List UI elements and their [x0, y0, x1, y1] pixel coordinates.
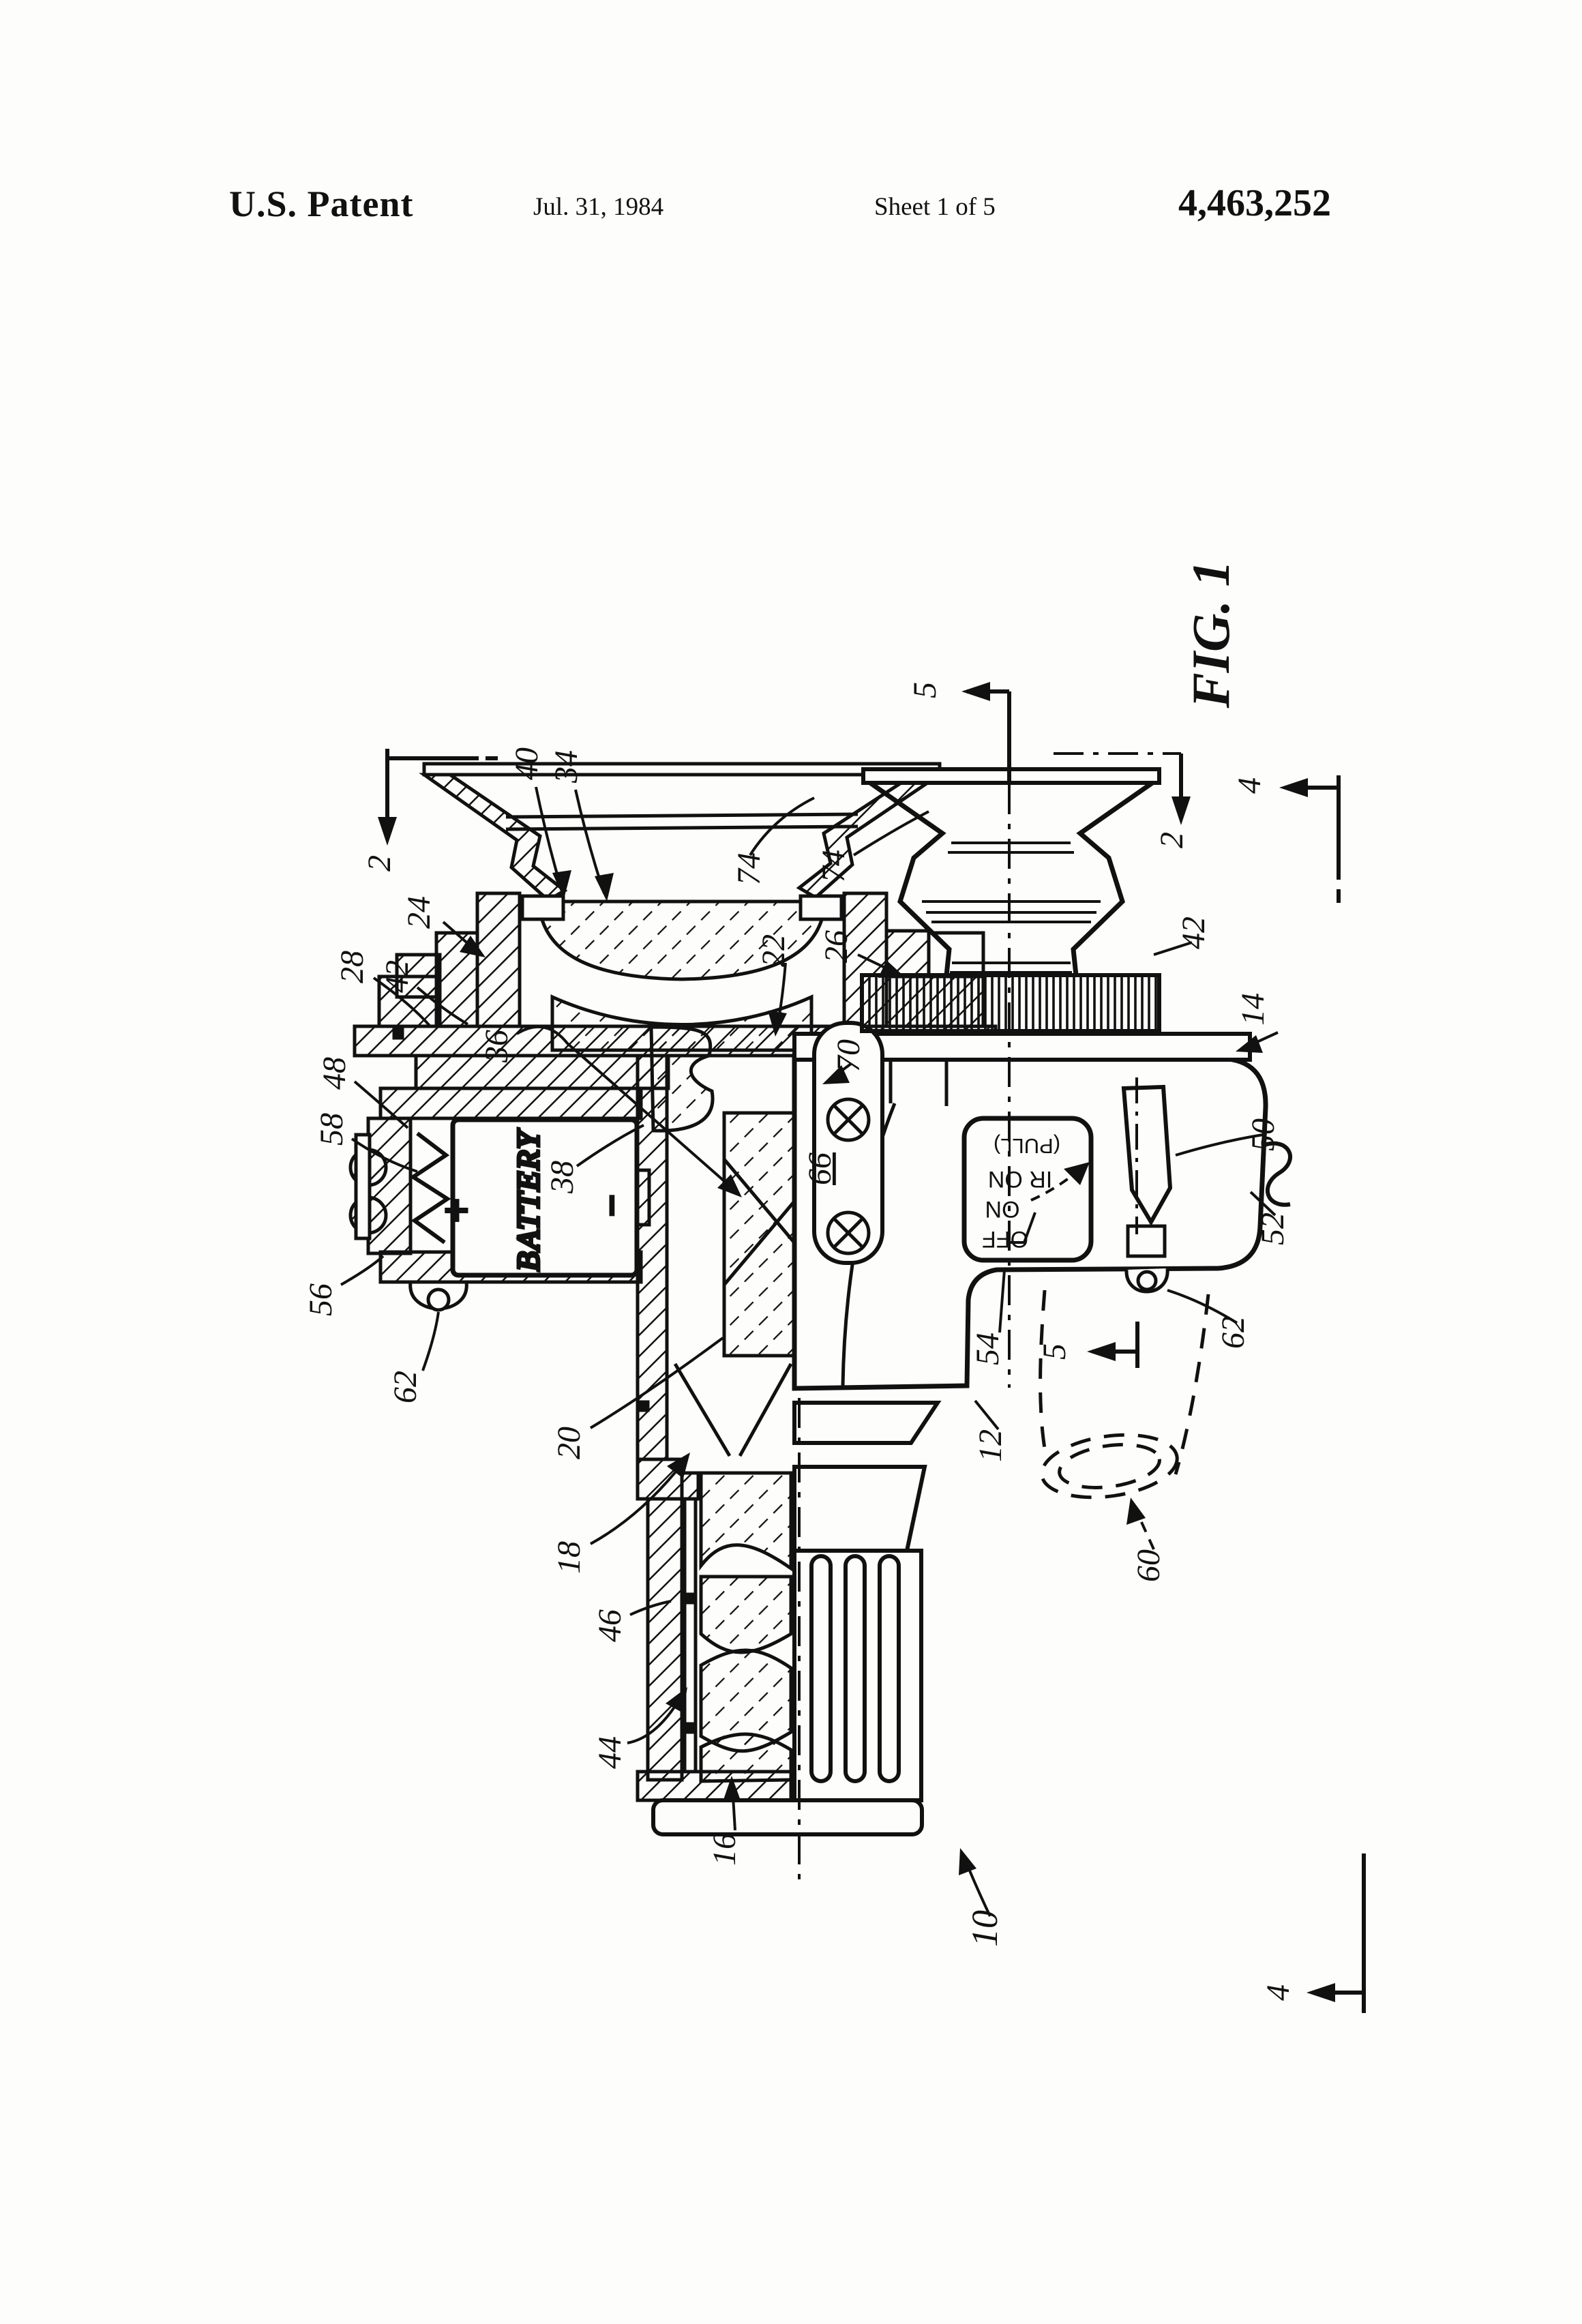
ref-label-5: 5 — [907, 682, 943, 698]
ref-label-16: 16 — [706, 1833, 743, 1866]
ref-label-46: 46 — [592, 1609, 628, 1642]
ref-label-10: 10 — [964, 1910, 1005, 1947]
leader-lines — [340, 786, 1279, 1917]
section-markers — [378, 682, 1366, 2013]
ref-label-34: 34 — [548, 750, 584, 784]
ref-label-44: 44 — [592, 1736, 628, 1769]
ref-label-2: 2 — [1154, 832, 1190, 848]
switch-line-on: ON — [985, 1196, 1020, 1222]
patent-office-title: U.S. Patent — [229, 183, 414, 224]
ref-label-4: 4 — [1232, 777, 1268, 794]
ref-label-28: 28 — [334, 951, 370, 983]
objective-barrel-section — [636, 1471, 924, 1836]
ref-label-5: 5 — [1036, 1343, 1073, 1360]
ref-label-14: 14 — [1235, 993, 1271, 1026]
ref-label-22: 22 — [756, 934, 792, 967]
switch-assembly — [961, 1077, 1173, 1263]
ref-label-42: 42 — [379, 960, 415, 993]
ref-label-70: 70 — [831, 1039, 867, 1072]
battery-compartment — [348, 1086, 651, 1312]
battery-label: BATTERY — [511, 1129, 546, 1271]
battery-minus: − — [591, 1195, 633, 1217]
sheet-number: Sheet 1 of 5 — [874, 193, 996, 221]
ref-label-24: 24 — [401, 896, 437, 929]
ref-label-74: 74 — [731, 852, 767, 885]
battery-spring — [409, 1131, 451, 1245]
ref-label-2: 2 — [361, 855, 398, 872]
ref-label-58: 58 — [314, 1113, 350, 1146]
ref-label-74: 74 — [816, 850, 852, 882]
ref-label-56: 56 — [303, 1283, 339, 1316]
switch-line-pull: (PULL) — [994, 1134, 1060, 1158]
battery-plus: + — [434, 1199, 480, 1223]
ref-label-12: 12 — [972, 1429, 1009, 1462]
patent-date: Jul. 31, 1984 — [533, 193, 664, 221]
ref-label-18: 18 — [551, 1541, 587, 1574]
switch-line-off: OFF — [982, 1226, 1028, 1252]
ref-label-60: 60 — [1131, 1549, 1167, 1582]
ref-labels: 2244551012141618202224262834363840424244… — [303, 682, 1296, 2001]
ref-label-40: 40 — [509, 747, 545, 780]
ref-label-36: 36 — [479, 1030, 515, 1063]
ref-label-38: 38 — [544, 1161, 580, 1194]
ref-label-26: 26 — [818, 930, 854, 963]
switch-legend: (PULL) IR ON ON OFF — [982, 1134, 1060, 1252]
ref-label-48: 48 — [316, 1057, 353, 1090]
ref-label-42: 42 — [1176, 917, 1212, 949]
ref-label-62: 62 — [387, 1371, 423, 1403]
ref-label-54: 54 — [970, 1332, 1006, 1365]
centerlines — [798, 752, 1181, 1881]
ref-label-20: 20 — [551, 1427, 587, 1459]
switch-plate — [961, 1116, 1094, 1263]
phantom-cylinder — [1039, 1290, 1210, 1500]
ref-label-62: 62 — [1215, 1316, 1251, 1349]
objective-exterior — [792, 1401, 942, 1802]
ref-label-52: 52 — [1255, 1212, 1291, 1245]
ref-label-50: 50 — [1245, 1118, 1281, 1151]
strap-hook — [1262, 1141, 1292, 1207]
switch-line-iron: IR ON — [988, 1166, 1052, 1192]
sheet-header: U.S. Patent Jul. 31, 1984 Sheet 1 of 5 4… — [0, 182, 1582, 237]
patent-number: 4,463,252 — [1178, 182, 1331, 224]
ref-label-4: 4 — [1260, 1984, 1296, 2001]
fig1-drawing: BATTERY + − (PULL) IR ON ON OFF FIG. 1 2… — [303, 561, 1366, 2013]
left-eyecup-section — [419, 762, 946, 903]
ref-label-66: 66 — [802, 1152, 838, 1185]
figure-caption: FIG. 1 — [1181, 561, 1240, 709]
